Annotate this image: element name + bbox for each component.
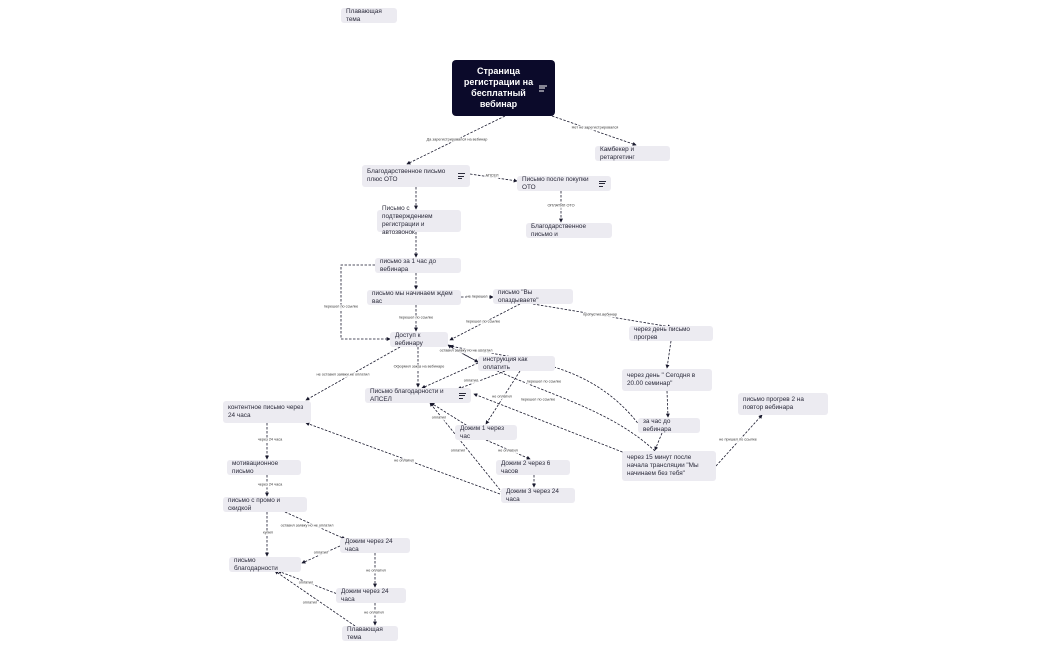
node-label: письмо прогрев 2 на повтор вебинара	[743, 396, 804, 411]
node-floating-topic-bottom[interactable]: Плавающая тема	[342, 626, 398, 641]
node-label: Страница регистрации на бесплатный вебин…	[463, 66, 534, 109]
node-today-20[interactable]: через день " Сегодня в 20.00 семинар"	[622, 369, 712, 391]
notes-lines-icon[interactable]	[459, 391, 466, 400]
edge-label: АПСЕЛ	[485, 173, 499, 179]
node-motivational[interactable]: мотивационное письмо	[227, 460, 301, 475]
node-label: мотивационное письмо	[232, 459, 279, 475]
node-label: письмо за 1 час до вебинара	[380, 257, 437, 273]
notes-lines-icon[interactable]	[599, 179, 606, 188]
node-floating-topic-top[interactable]: Плавающая тема	[341, 8, 397, 23]
node-label: Дожим через 24 часа	[345, 537, 393, 553]
edge-label: оплатил	[298, 580, 314, 586]
edge-label: оплатил	[302, 600, 318, 606]
node-label: Письмо благодарности и АПСЕЛ	[370, 387, 444, 403]
edge-label: не оплатил	[364, 610, 384, 616]
node-dozhim-1[interactable]: Дожим 1 через час	[455, 425, 517, 440]
edge-label: перешел по ссылке	[465, 319, 501, 325]
edge-label: не оставил заявки не оплатил	[316, 372, 370, 378]
node-label: Письмо с подтверждением регистрации и ав…	[382, 205, 433, 236]
node-dozhim-2[interactable]: Дожим 2 через 6 часов	[496, 460, 570, 475]
edge-label: через 24 часа	[257, 437, 283, 443]
node-label: письмо "Вы опаздываете"	[498, 288, 539, 304]
node-label: Дожим 2 через 6 часов	[501, 459, 551, 475]
node-label: Камбекер и ретаргетинг	[600, 145, 635, 161]
edge-label: оплатил	[450, 448, 466, 454]
node-label: Плавающая тема	[347, 625, 383, 641]
edge-label: оплатил	[431, 415, 447, 421]
edge-label: оплатил	[313, 550, 329, 556]
node-label: контентное письмо через 24 часа	[228, 404, 304, 419]
edge-label: ОПЛАТИЛ ОТО	[547, 203, 575, 209]
node-label: инструкция как оплатить	[483, 355, 528, 371]
node-label: за час до вебинара	[643, 417, 672, 433]
edge-label: купил	[263, 530, 273, 536]
node-label: письмо благодарности	[234, 556, 278, 572]
node-label: через 15 минут после начала трансляции "…	[627, 454, 699, 477]
connector-arrow[interactable]	[665, 390, 670, 418]
node-dozhim-24-a[interactable]: Дожим через 24 часа	[340, 538, 410, 553]
edge-label: оплатил	[463, 378, 479, 384]
edge-label: оставил заявку но не оплатил	[280, 523, 334, 529]
node-label: Письмо после покупки ОТО	[522, 175, 589, 191]
node-hour-before[interactable]: за час до вебинара	[638, 418, 700, 433]
node-label: Дожим 1 через час	[460, 424, 505, 440]
node-access[interactable]: Доступ к вебинару	[390, 332, 448, 347]
node-late[interactable]: письмо "Вы опаздываете"	[493, 289, 573, 304]
node-label: через день " Сегодня в 20.00 семинар"	[627, 372, 696, 387]
edge-label: Оформил заказ на вебинаре	[393, 364, 445, 370]
node-thanks-oto[interactable]: Благодарственное письмо плюс ОТО	[362, 165, 470, 187]
node-root[interactable]: Страница регистрации на бесплатный вебин…	[452, 60, 555, 116]
node-camback[interactable]: Камбекер и ретаргетинг	[595, 146, 670, 161]
node-dozhim-24-b[interactable]: Дожим через 24 часа	[336, 588, 406, 603]
node-label: Доступ к вебинару	[395, 331, 423, 347]
edge-label: перешел по ссылке	[520, 397, 556, 403]
edge-label: пропустил вебинар	[583, 312, 617, 318]
edge-label: через 24 часа	[257, 482, 283, 488]
node-repeat-warmup[interactable]: письмо прогрев 2 на повтор вебинара	[738, 393, 828, 415]
node-label: Дожим через 24 часа	[341, 587, 389, 603]
node-start[interactable]: письмо мы начинаем ждем вас	[367, 290, 461, 305]
node-label: через день письмо прогрев	[634, 325, 690, 341]
node-label: Благодарственное письмо и	[531, 222, 587, 238]
edge-label: не оплатил	[366, 568, 386, 574]
edge-label: не пришел по ссылке	[719, 437, 757, 443]
edge-label: не оплатил	[498, 448, 518, 454]
edge-label: не оплатил	[394, 458, 414, 464]
notes-lines-icon[interactable]	[458, 172, 465, 181]
notes-lines-icon[interactable]	[539, 84, 547, 93]
connector-arrow[interactable]	[654, 432, 663, 451]
edge-label: Да зарегистрировался на вебинар	[426, 137, 488, 143]
node-label: Дожим 3 через 24 часа	[506, 487, 559, 503]
node-warmup-day[interactable]: через день письмо прогрев	[629, 326, 713, 341]
edge-label: перешел по ссылке	[398, 315, 434, 321]
connector-arrow[interactable]	[551, 115, 637, 146]
edge-label: Нет не зарегистрировался	[571, 125, 619, 131]
edge-label: перешел по ссылке	[323, 304, 359, 310]
node-confirm[interactable]: Письмо с подтверждением регистрации и ав…	[377, 205, 461, 236]
node-1h-before[interactable]: письмо за 1 час до вебинара	[375, 258, 461, 273]
node-how-to-pay[interactable]: инструкция как оплатить	[478, 356, 555, 371]
node-15min-after[interactable]: через 15 минут после начала трансляции "…	[622, 451, 716, 481]
connector-arrow[interactable]	[665, 340, 672, 369]
edge-label: не перешел	[466, 294, 488, 300]
node-after-oto[interactable]: Письмо после покупки ОТО	[517, 176, 611, 191]
node-thanks-i[interactable]: Благодарственное письмо и	[526, 223, 612, 238]
node-thanks-letter[interactable]: письмо благодарности	[229, 557, 301, 572]
node-promo[interactable]: письмо с промо и скидкой	[223, 497, 307, 512]
node-label: письмо с промо и скидкой	[228, 496, 281, 512]
edge-label: не оплатил	[492, 394, 512, 400]
node-thanks-upsell[interactable]: Письмо благодарности и АПСЕЛ	[365, 388, 471, 403]
node-content-24h[interactable]: контентное письмо через 24 часа	[223, 401, 311, 423]
node-dozhim-3[interactable]: Дожим 3 через 24 часа	[501, 488, 575, 503]
node-label: письмо мы начинаем ждем вас	[372, 289, 453, 305]
edge-label: оставил заявку но не оплатил	[439, 348, 493, 354]
edge-label: перешел по ссылке	[526, 379, 562, 385]
node-label: Плавающая тема	[346, 7, 382, 23]
node-label: Благодарственное письмо плюс ОТО	[367, 168, 446, 183]
